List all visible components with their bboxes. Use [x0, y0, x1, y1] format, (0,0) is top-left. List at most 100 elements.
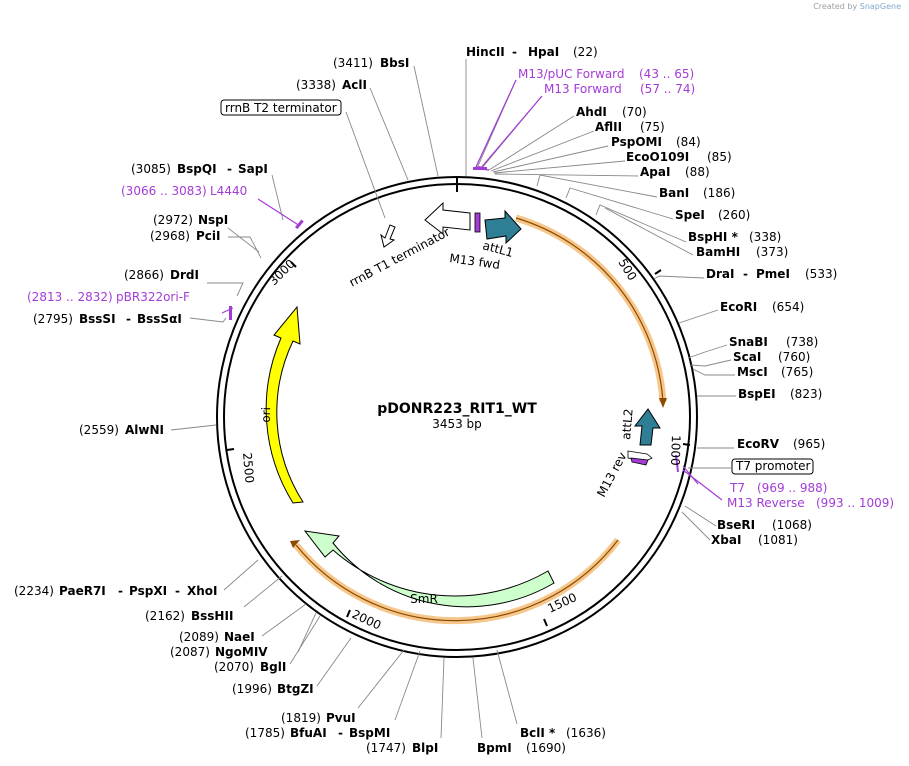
enzyme-bpmi: BpmI: [477, 741, 512, 755]
enzyme-bamhi: BamHI: [696, 245, 740, 259]
pos-hpai: (22): [573, 45, 598, 59]
tick-1500: [543, 618, 548, 627]
pos-msci: (765): [781, 365, 813, 379]
enzyme-hpai: HpaI: [528, 45, 559, 59]
pos-bcli: (1636): [566, 726, 606, 740]
rrnb-t1-label: rrnB T1 terminator: [347, 225, 452, 290]
enzyme-ecori: EcoRI: [720, 300, 757, 314]
ori-label: ori: [259, 407, 274, 423]
primer-l4440: L4440: [210, 184, 247, 198]
primer-t7: T7: [729, 481, 745, 495]
tick-label-2000: 2000: [350, 607, 384, 633]
enzyme-xbai: XbaI: [711, 533, 741, 547]
pos-spei: (260): [718, 208, 750, 222]
enzyme-acli: AclI: [342, 78, 367, 92]
enzyme-nspi: NspI: [198, 213, 228, 227]
pos-pvui: (1819): [281, 711, 321, 725]
tick-3000: [290, 261, 297, 268]
range-m13puc: (43 .. 65): [639, 67, 694, 81]
smr-feature: [303, 530, 555, 608]
pos-bbsi: (3411): [333, 56, 373, 70]
ori-feature: [265, 305, 304, 504]
enzyme-alwni: AlwNI: [125, 423, 164, 437]
tick-2000: [346, 609, 351, 618]
enzyme-bsssai: BssSαI: [137, 312, 182, 326]
rrnb-t2-label: rrnB T2 terminator: [225, 101, 337, 115]
m13fwd-mark: [474, 212, 481, 233]
enzyme-xhoi: XhoI: [187, 584, 218, 598]
bspmi-dash: -: [338, 726, 343, 740]
enzyme-ngomiv: NgoMIV: [215, 645, 268, 659]
attl2-label: attL2: [619, 408, 636, 440]
pos-xbai: (1081): [758, 533, 798, 547]
pmei-dash: -: [743, 267, 748, 281]
enzyme-bspmi: BspMI: [349, 726, 390, 740]
enzyme-bsphi: BspHI *: [688, 230, 739, 244]
pos-scai: (760): [778, 350, 810, 364]
pos-acli: (3338): [296, 78, 336, 92]
pos-aflii: (75): [640, 120, 665, 134]
sapi-dash: -: [227, 162, 232, 176]
pos-bani: (186): [703, 186, 735, 200]
l4440-mark: [295, 219, 304, 230]
pos-bspei: (823): [790, 387, 822, 401]
pos-ecori: (654): [772, 300, 804, 314]
pos-ecorv: (965): [793, 437, 825, 451]
plasmid-name: pDONR223_RIT1_WT: [377, 401, 537, 417]
pos-bamhi: (373): [756, 245, 788, 259]
m13rev-label: M13 rev: [594, 450, 629, 499]
enzyme-pmei: PmeI: [756, 267, 790, 281]
t7-promoter-label: T7 promoter: [735, 459, 811, 473]
pos-nspi: (2972): [153, 213, 193, 227]
pos-pspomi: (84): [676, 135, 701, 149]
tick-2500: [226, 448, 235, 451]
attl2-feature: [633, 408, 661, 446]
tick-label-2500: 2500: [240, 452, 257, 484]
enzyme-sapi: SapI: [238, 162, 268, 176]
enzyme-eco0109i: EcoO109I: [626, 150, 689, 164]
enzyme-scai: ScaI: [733, 350, 761, 364]
pos-bspqi: (3085): [131, 162, 171, 176]
primer-m13fwd: M13 Forward: [544, 82, 622, 96]
enzyme-pspomi: PspOMI: [611, 135, 662, 149]
enzyme-bspqi: BspQI: [177, 162, 217, 176]
enzyme-drai: DraI: [706, 267, 734, 281]
pos-bsphi: (338): [749, 230, 781, 244]
enzyme-pcii: PciI: [196, 229, 221, 243]
enzyme-bsssi: BssSI: [79, 312, 116, 326]
t7-promoter-box: [731, 458, 814, 475]
attl1-feature: [484, 209, 522, 245]
enzyme-naei: NaeI: [224, 630, 255, 644]
primer-pbr322: pBR322ori-F: [116, 290, 190, 304]
enzyme-spei: SpeI: [675, 208, 705, 222]
tick-label-1000: 1000: [668, 435, 683, 466]
pos-apai: (88): [685, 165, 710, 179]
range-m13fwd: (57 .. 74): [640, 82, 695, 96]
enzyme-drdi: DrdI: [170, 268, 199, 282]
enzyme-aflii: AflII: [595, 120, 622, 134]
enzyme-msci: MscI: [737, 365, 768, 379]
enzyme-snabi: SnaBI: [729, 335, 768, 349]
pos-snabi: (738): [786, 335, 818, 349]
credit-label: Created by SnapGene: [813, 2, 901, 11]
enzyme-pspxi: PspXI: [129, 584, 167, 598]
enzyme-pvui: PvuI: [326, 711, 356, 725]
enzyme-bspei: BspEI: [738, 387, 776, 401]
bsssai-dash: -: [126, 312, 131, 326]
orf-arc-bottom: [293, 537, 621, 625]
pos-drai: (533): [805, 267, 837, 281]
tick-500: [654, 269, 662, 275]
xhoi-dash: -: [175, 584, 180, 598]
snapgene-logo: SnapGene: [859, 2, 901, 11]
m13puc-mark: [473, 167, 487, 170]
enzyme-ahdi: AhdI: [576, 105, 607, 119]
pos-bpmi: (1690): [526, 741, 566, 755]
pos-paer7i: (2234): [14, 584, 54, 598]
orf-arc-top: [515, 214, 667, 403]
pos-btgzi: (1996): [232, 682, 272, 696]
tick-label-3000: 3000: [266, 257, 297, 288]
primer-m13puc: M13/pUC Forward: [518, 67, 625, 81]
pos-eco0109i: (85): [707, 150, 732, 164]
pspxi-dash: -: [118, 584, 123, 598]
tick-1000: [682, 443, 691, 446]
